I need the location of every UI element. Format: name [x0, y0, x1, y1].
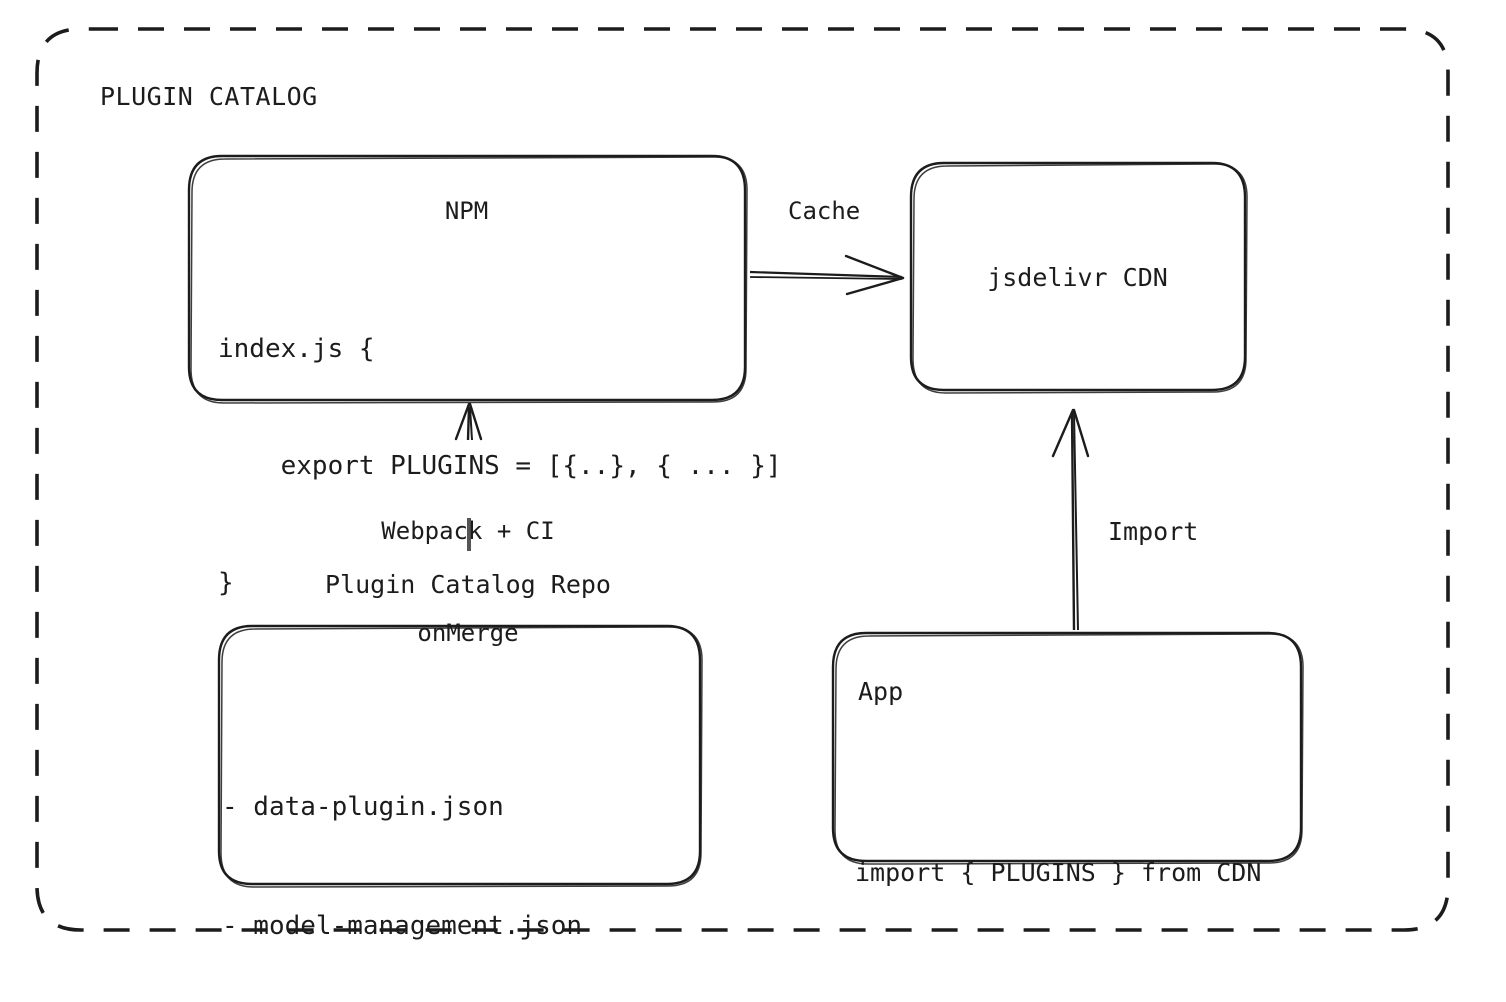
edge-label-webpack-ci: Webpack + CI onMerge [300, 446, 636, 719]
edge-label-line: Webpack + CI [381, 517, 555, 546]
npm-code-line: export PLUGINS = [{..}, { ... }] [218, 451, 782, 481]
cdn-node-title: jsdelivr CDN [987, 263, 1168, 292]
edge-label-cache: Cache [788, 197, 861, 225]
npm-code-line: index.js { [218, 334, 375, 364]
npm-node-code: index.js { export PLUGINS = [{..}, { ...… [218, 252, 782, 681]
edge-label-line: onMerge [417, 619, 519, 648]
edge-app-to-cdn [1051, 408, 1090, 631]
app-node-title: App [858, 677, 904, 706]
repo-file-line: - model-management.json [222, 910, 583, 941]
app-code-line: import { PLUGINS } from CDN [855, 858, 1262, 887]
npm-code-line: } [218, 568, 234, 598]
edge-label-import: Import [1108, 517, 1199, 546]
app-node-code: import { PLUGINS } from CDN PLUGINS.forE… [855, 735, 1261, 1002]
repo-node-caption: Plugin Catalog Repo [325, 570, 611, 599]
repo-file-line: - data-plugin.json [222, 791, 504, 822]
plugin-catalog-title: PLUGIN CATALOG [100, 82, 318, 111]
repo-node-file-list: - data-plugin.json - model-management.js… [222, 708, 582, 1002]
npm-node-title: NPM [444, 197, 489, 225]
